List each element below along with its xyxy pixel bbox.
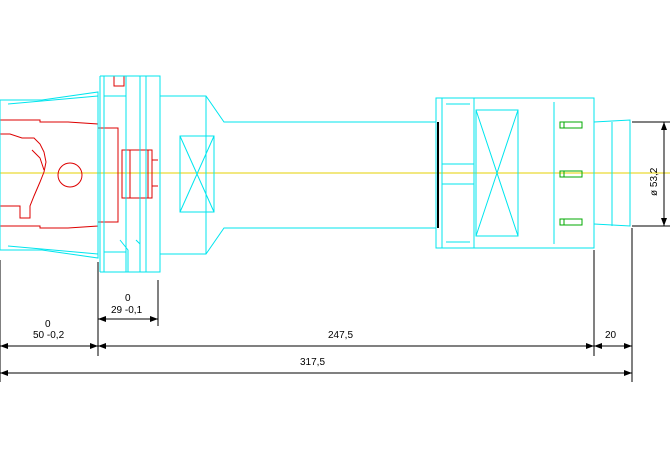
total-length-dimension: 317,5 [300,357,325,368]
dimension-lines [0,121,670,382]
shank-outline [0,76,158,229]
nose-length-dimension: 20 [605,330,617,341]
head-screws [559,121,583,226]
shank-length-dimension: 50 -0,2 [33,330,65,341]
body-length-dimension: 247,5 [328,330,353,341]
dimension-arrows [0,122,667,376]
shank-bore [57,162,83,188]
shank-tolerance-upper: 0 [45,319,51,330]
holder-body-outline [0,75,631,273]
flange-tolerance-upper: 0 [125,293,131,304]
diameter-dimension: ø 53,2 [649,167,660,196]
flange-length-dimension: 29 -0,1 [111,305,143,316]
